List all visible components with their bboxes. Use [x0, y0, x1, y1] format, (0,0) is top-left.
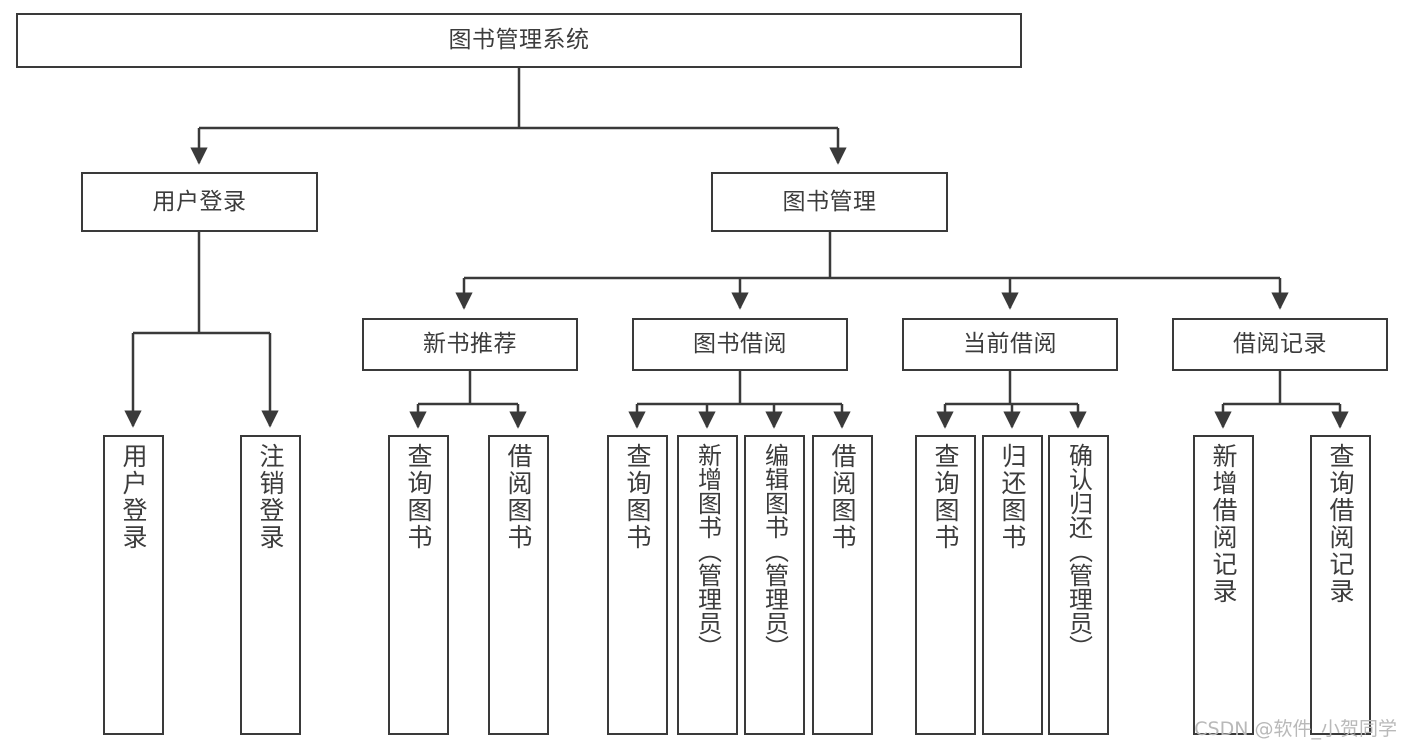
leaf-current-borrow-return[interactable]: 归还图书: [982, 435, 1043, 735]
node-root-system[interactable]: 图书管理系统: [16, 13, 1022, 68]
leaf-new-book-borrow[interactable]: 借阅图书: [488, 435, 549, 735]
leaf-book-borrow-borrow[interactable]: 借阅图书: [812, 435, 873, 735]
node-label: 图书管理系统: [448, 27, 590, 54]
node-label: 查询图书: [931, 443, 960, 551]
node-label: 查询借阅记录: [1326, 443, 1355, 605]
node-label: 新书推荐: [423, 331, 517, 358]
node-label: 新增图书（管理员）: [693, 443, 722, 659]
node-label: 确认归还（管理员）: [1064, 443, 1093, 659]
node-label: 注销登录: [256, 443, 285, 551]
leaf-current-borrow-query[interactable]: 查询图书: [915, 435, 976, 735]
node-label: 借阅记录: [1233, 331, 1327, 358]
leaf-borrow-record-query[interactable]: 查询借阅记录: [1310, 435, 1371, 735]
node-label: 当前借阅: [963, 331, 1057, 358]
leaf-book-borrow-edit[interactable]: 编辑图书（管理员）: [744, 435, 805, 735]
node-borrow-records[interactable]: 借阅记录: [1172, 318, 1388, 371]
node-label: 用户登录: [152, 188, 247, 215]
leaf-borrow-record-add[interactable]: 新增借阅记录: [1193, 435, 1254, 735]
node-label: 图书借阅: [693, 331, 787, 358]
node-current-borrow[interactable]: 当前借阅: [902, 318, 1118, 371]
node-new-book-recommend[interactable]: 新书推荐: [362, 318, 578, 371]
watermark: CSDN @软件_小贺同学: [1194, 718, 1397, 740]
node-label: 编辑图书（管理员）: [760, 443, 789, 659]
node-label: 新增借阅记录: [1209, 443, 1238, 605]
leaf-user-login-logout[interactable]: 注销登录: [240, 435, 301, 735]
leaf-user-login-login[interactable]: 用户登录: [103, 435, 164, 735]
node-book-borrow[interactable]: 图书借阅: [632, 318, 848, 371]
node-book-management[interactable]: 图书管理: [711, 172, 948, 232]
node-label: 借阅图书: [504, 443, 533, 551]
node-label: 查询图书: [404, 443, 433, 551]
leaf-book-borrow-query[interactable]: 查询图书: [607, 435, 668, 735]
node-label: 用户登录: [119, 443, 148, 551]
leaf-new-book-query[interactable]: 查询图书: [388, 435, 449, 735]
node-label: 借阅图书: [828, 443, 857, 551]
leaf-current-borrow-confirm[interactable]: 确认归还（管理员）: [1048, 435, 1109, 735]
node-label: 查询图书: [623, 443, 652, 551]
node-label: 归还图书: [998, 443, 1027, 551]
node-user-login[interactable]: 用户登录: [81, 172, 318, 232]
node-label: 图书管理: [782, 188, 877, 215]
leaf-book-borrow-add[interactable]: 新增图书（管理员）: [677, 435, 738, 735]
